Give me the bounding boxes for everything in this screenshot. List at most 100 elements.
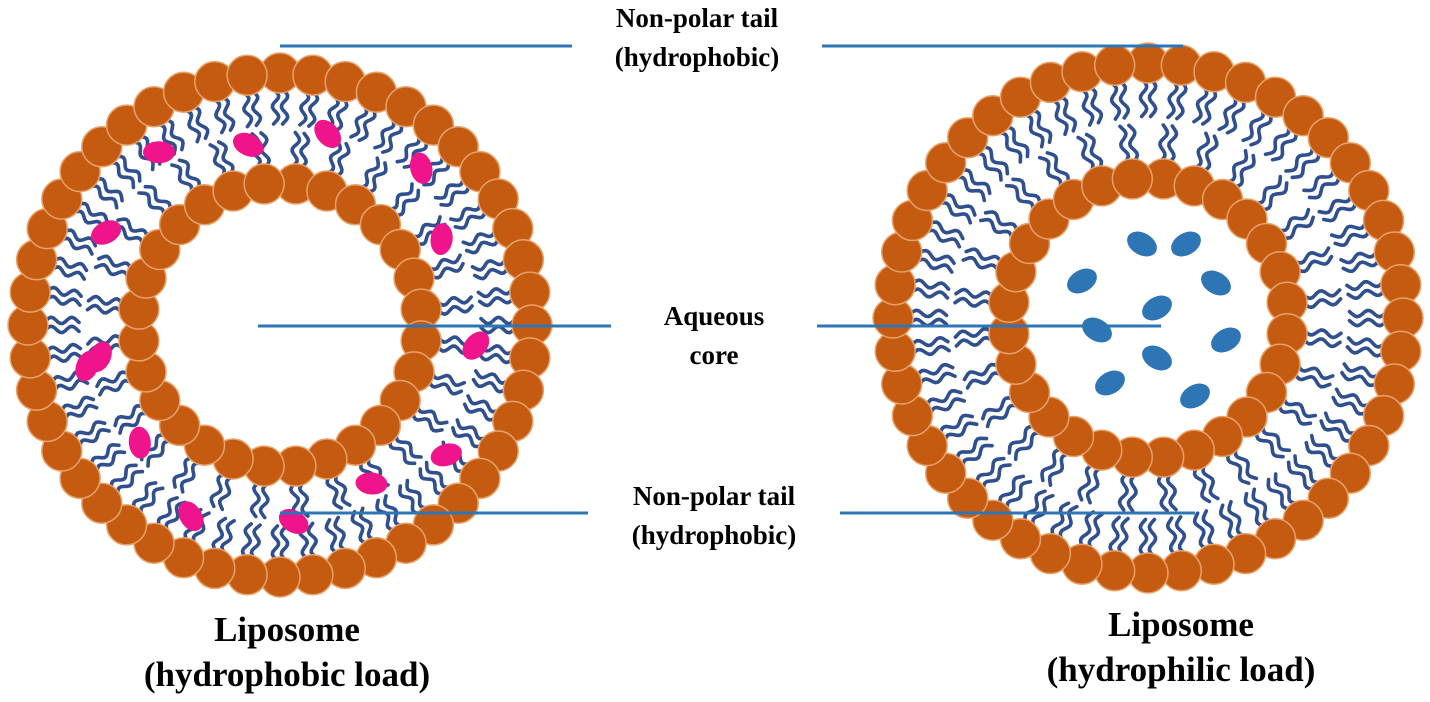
- lipid-tail-outer: [46, 285, 83, 298]
- polar-head: [226, 54, 268, 96]
- lipid-tail-outer: [1345, 279, 1385, 292]
- lipid-tail-inner: [96, 254, 133, 270]
- lipid-tail-outer: [925, 228, 962, 249]
- lipid-tail-inner: [416, 404, 449, 426]
- outer-head-layer-right: [872, 42, 1424, 594]
- lipid-tail-outer: [1109, 81, 1122, 121]
- lipid-tail-inner: [1045, 151, 1071, 184]
- lipid-tail-outer: [44, 315, 81, 326]
- lipid-tail-outer: [1023, 113, 1045, 149]
- lipid-tail-inner: [388, 182, 414, 211]
- lipid-tail-outer: [307, 91, 320, 128]
- lipid-tail-inner: [137, 191, 166, 217]
- lipid-tail-outer: [1200, 88, 1218, 126]
- label-aqueous-core: Aqueous core: [664, 301, 765, 370]
- lipid-tail-outer: [357, 108, 377, 143]
- lipid-tail-inner: [427, 380, 464, 396]
- lipid-tail-inner: [172, 456, 193, 489]
- polar-head: [243, 163, 285, 205]
- lipid-tail-outer: [333, 515, 347, 552]
- lipid-tail-inner: [1192, 466, 1212, 504]
- lipid-tail-outer: [1319, 419, 1353, 443]
- hydrophilic-drug: [1067, 268, 1097, 294]
- lipid-tail-inner: [1158, 123, 1170, 163]
- hydrophilic-drug: [1171, 231, 1201, 257]
- lipid-tail-outer: [1284, 145, 1315, 173]
- lipid-tail-inner: [297, 481, 310, 518]
- lipid-tail-outer: [1270, 130, 1298, 162]
- lipid-tail-outer: [1243, 492, 1265, 528]
- lipid-tail-outer: [1174, 515, 1187, 555]
- lipid-tail-outer: [975, 151, 1003, 182]
- lipid-tail-inner: [1302, 337, 1342, 349]
- lipid-tail-outer: [1005, 479, 1033, 511]
- lipid-tail-inner: [1202, 134, 1219, 173]
- polar-head: [1093, 44, 1136, 86]
- label-top-tail: Non-polar tail (hydrophobic): [615, 3, 780, 72]
- lipid-tail-outer: [1117, 516, 1130, 556]
- lipid-tail-outer: [46, 351, 84, 363]
- lipid-tail-outer: [960, 443, 994, 468]
- lipid-tail-outer: [1192, 86, 1209, 124]
- lipid-tail-inner: [290, 130, 302, 168]
- lipid-tail-outer: [424, 460, 451, 490]
- lipid-tail-outer: [192, 105, 210, 141]
- label-bottom-tail-line1: Non-polar tail: [633, 481, 796, 511]
- lipid-tail-inner: [1194, 131, 1210, 170]
- outer-head-layer-left: [7, 52, 553, 598]
- lipid-tail-inner: [1117, 472, 1129, 512]
- lipid-tail-outer: [910, 287, 950, 300]
- hydrophobic-drug: [355, 472, 388, 495]
- lipid-tail-inner: [116, 217, 149, 238]
- lipid-tail-inner: [1303, 297, 1343, 310]
- lipid-tail-inner: [209, 472, 225, 509]
- lipid-tail-outer: [1201, 509, 1216, 548]
- hydrophobic-drug: [232, 132, 264, 157]
- label-top-tail-line2: (hydrophobic): [615, 42, 780, 72]
- lipid-tail-outer: [1147, 79, 1158, 119]
- lipid-tail-outer: [474, 369, 509, 385]
- lipid-tail-outer: [943, 421, 979, 443]
- lipid-tail-outer: [1118, 80, 1131, 120]
- lipid-tail-inner: [985, 403, 1019, 429]
- lipid-tail-outer: [242, 91, 254, 129]
- lipid-tail-inner: [1004, 183, 1035, 212]
- lipid-tail-inner: [179, 461, 201, 494]
- lipid-tail-outer: [250, 90, 263, 128]
- lipid-tail-inner: [979, 217, 1014, 240]
- lipid-tail-inner: [85, 303, 123, 315]
- lipid-tail-outer: [418, 467, 445, 496]
- lipid-tail-outer: [397, 484, 421, 516]
- lipid-tail-outer: [184, 108, 202, 144]
- lipid-tail-outer: [350, 509, 368, 545]
- lipid-tail-outer: [918, 371, 957, 386]
- hydrophilic-drug: [1180, 383, 1210, 409]
- hydrophobic-drug: [314, 119, 342, 148]
- hydrophobic-drug: [462, 331, 490, 360]
- lipid-tail-outer: [1302, 168, 1336, 193]
- hydrophilic-drug: [1127, 231, 1157, 257]
- lipid-tail-inner: [954, 287, 994, 299]
- lipid-tail-outer: [1059, 95, 1078, 133]
- lipid-tail-outer: [1108, 515, 1121, 555]
- lipid-tail-outer: [422, 160, 451, 187]
- lipid-tail-inner: [1277, 207, 1311, 233]
- lipid-tail-outer: [298, 90, 311, 127]
- lipid-tail-inner: [953, 296, 993, 308]
- lipid-tail-inner: [258, 482, 270, 520]
- label-core-line2: core: [690, 340, 739, 370]
- lipid-tail-outer: [477, 352, 514, 365]
- lipid-tail-outer: [1225, 99, 1246, 135]
- lipid-tail-outer: [44, 324, 81, 335]
- inner-head-layer-right: [988, 158, 1308, 478]
- lipid-tail-outer: [471, 377, 507, 394]
- lipid-tail-outer: [462, 402, 497, 422]
- hydrophobic-drug: [430, 443, 462, 467]
- hydrophilic-drug: [1142, 295, 1172, 321]
- lipid-tail-outer: [943, 193, 977, 217]
- lipid-tail-inner: [325, 475, 344, 510]
- lipid-tail-outer: [1322, 201, 1358, 223]
- lipid-tail-outer: [164, 500, 187, 532]
- lipid-tail-outer: [1307, 175, 1341, 200]
